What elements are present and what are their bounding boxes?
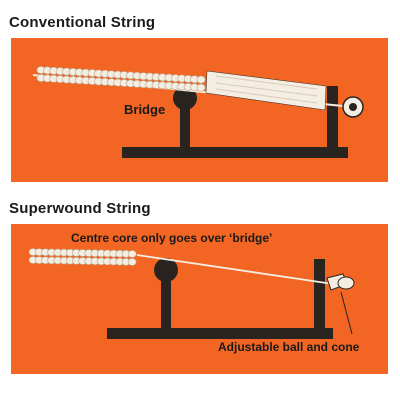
base-bar — [107, 328, 333, 339]
string-core — [136, 254, 334, 285]
core-label: Centre core only goes over ‘bridge’ — [71, 231, 272, 245]
conventional-diagram: Bridge — [11, 38, 388, 182]
tailpiece-post — [327, 86, 338, 158]
bridge-post — [180, 108, 190, 152]
base-bar — [122, 147, 348, 158]
ball-label: Adjustable ball and cone — [218, 340, 360, 354]
bridge-ball — [173, 86, 197, 110]
conventional-panel: Bridge — [11, 38, 388, 182]
superwound-panel: Centre core only goes over ‘bridge’ Adju… — [11, 224, 388, 374]
superwound-heading: Superwound String — [9, 200, 151, 217]
string-winding — [36, 66, 206, 92]
winding-bead — [127, 258, 137, 266]
string-winding — [28, 248, 137, 266]
superwound-diagram: Centre core only goes over ‘bridge’ Adju… — [11, 224, 388, 374]
bridge-ball — [154, 258, 178, 282]
conventional-heading: Conventional String — [9, 14, 156, 31]
leader-line — [340, 291, 353, 335]
winding-bead — [196, 75, 206, 84]
panel-background — [11, 224, 388, 374]
eyelet-hole — [349, 103, 357, 111]
adjustable-ball — [337, 276, 355, 290]
bridge-post — [161, 279, 171, 334]
winding-bead — [196, 83, 206, 92]
tailpiece-post — [314, 259, 325, 339]
bridge-label: Bridge — [124, 102, 165, 117]
winding-bead — [127, 250, 137, 258]
